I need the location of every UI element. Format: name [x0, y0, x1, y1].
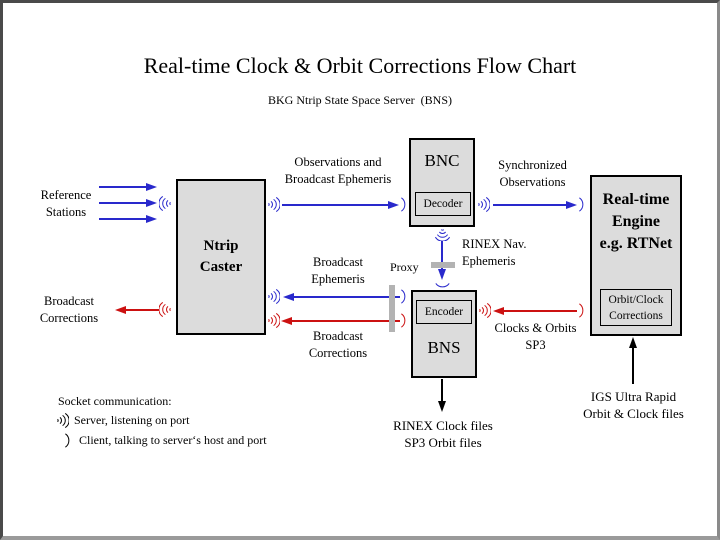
bnc-label: BNC — [424, 151, 460, 170]
bnc-box: BNC Decoder — [409, 138, 475, 227]
broadcast-corrections-mid-label: Broadcast Corrections — [308, 329, 368, 360]
server-socket-icon — [267, 312, 280, 329]
bnc-to-engine-arrowhead — [566, 200, 577, 209]
ntrip-caster-label: Ntrip Caster — [199, 238, 243, 275]
bns-to-caster-corr-arrowhead — [281, 316, 292, 325]
page-subtitle: BKG Ntrip State Space Server (BNS) — [268, 93, 452, 107]
bns-to-caster-eph-line — [294, 296, 400, 298]
bns-to-caster-eph-arrowhead — [283, 292, 294, 301]
reference-stations-label: Reference Stations — [40, 188, 92, 219]
server-socket-icon — [478, 302, 491, 319]
synchronized-observations-label: Synchronized Observations — [498, 158, 567, 189]
client-socket-icon — [400, 312, 407, 329]
engine-to-encoder-line — [504, 310, 577, 312]
server-socket-icon — [267, 288, 280, 305]
client-socket-icon — [64, 432, 71, 449]
server-socket-icon — [434, 228, 451, 241]
server-socket-icon — [159, 301, 172, 318]
client-socket-icon — [578, 196, 585, 213]
ref-arrowhead-2 — [146, 198, 157, 207]
igs-to-engine-arrowhead — [629, 337, 637, 348]
legend-title: Socket communication: — [58, 394, 172, 408]
caster-to-bnc-arrowhead — [388, 200, 399, 209]
bns-label: BNS — [427, 338, 461, 357]
client-socket-icon — [400, 196, 407, 213]
proxy-bar-horizontal — [431, 262, 455, 268]
igs-to-engine-line — [632, 347, 634, 384]
bnc-to-bns-line — [441, 241, 443, 270]
caster-out-corr-arrowhead — [115, 305, 126, 314]
ref-arrow-line-3 — [99, 218, 147, 220]
ref-arrow-line-1 — [99, 186, 147, 188]
client-socket-icon — [400, 288, 407, 305]
decoder-box: Decoder — [415, 192, 471, 216]
legend-client-desc: Client, talking to server‘s host and por… — [79, 433, 267, 447]
proxy-bar-vertical — [389, 285, 395, 332]
igs-ultra-rapid-label: IGS Ultra Rapid Orbit & Clock files — [583, 389, 684, 421]
decoder-label: Decoder — [423, 198, 463, 210]
caster-to-bnc-line — [282, 204, 389, 206]
rinex-nav-ephemeris-label: RINEX Nav. Ephemeris — [462, 237, 527, 268]
orbit-clock-corrections-label: Orbit/Clock Corrections — [608, 293, 664, 322]
ref-arrowhead-3 — [146, 214, 157, 223]
client-socket-icon — [434, 282, 451, 289]
bns-to-caster-corr-line — [292, 320, 400, 322]
server-socket-icon — [477, 196, 490, 213]
ref-arrowhead-1 — [146, 182, 157, 191]
observations-broadcast-ephemeris-label: Observations and Broadcast Ephemeris — [284, 155, 392, 186]
bnc-to-engine-line — [493, 204, 567, 206]
realtime-engine-label: Real-time Engine e.g. RTNet — [599, 191, 673, 252]
encoder-label: Encoder — [424, 306, 464, 318]
encoder-box: Encoder — [416, 300, 472, 324]
bns-box: Encoder BNS — [411, 290, 477, 378]
client-socket-icon — [578, 302, 585, 319]
bnc-to-bns-arrowhead — [437, 269, 446, 280]
page-title: Real-time Clock & Orbit Corrections Flow… — [143, 53, 577, 78]
engine-to-encoder-arrowhead — [493, 306, 504, 315]
ref-arrow-line-2 — [99, 202, 147, 204]
server-socket-icon — [56, 412, 69, 429]
proxy-label: Proxy — [390, 260, 419, 274]
broadcast-corrections-left-label: Broadcast Corrections — [39, 294, 99, 325]
realtime-engine-box: Real-time Engine e.g. RTNet Orbit/Clock … — [590, 175, 682, 336]
legend-server-desc: Server, listening on port — [74, 413, 190, 427]
rinex-clock-files-label: RINEX Clock files SP3 Orbit files — [393, 418, 493, 450]
clocks-orbits-sp3-label: Clocks & Orbits SP3 — [494, 321, 577, 352]
bns-to-files-arrowhead — [437, 401, 446, 412]
ntrip-caster-box: Ntrip Caster — [176, 179, 266, 335]
server-socket-icon — [159, 195, 172, 212]
caster-out-corr-line — [126, 309, 159, 311]
server-socket-icon — [267, 196, 280, 213]
orbit-clock-corrections-box: Orbit/Clock Corrections — [600, 289, 672, 326]
bns-to-files-line — [441, 379, 443, 403]
broadcast-ephemeris-label: Broadcast Ephemeris — [311, 255, 365, 286]
